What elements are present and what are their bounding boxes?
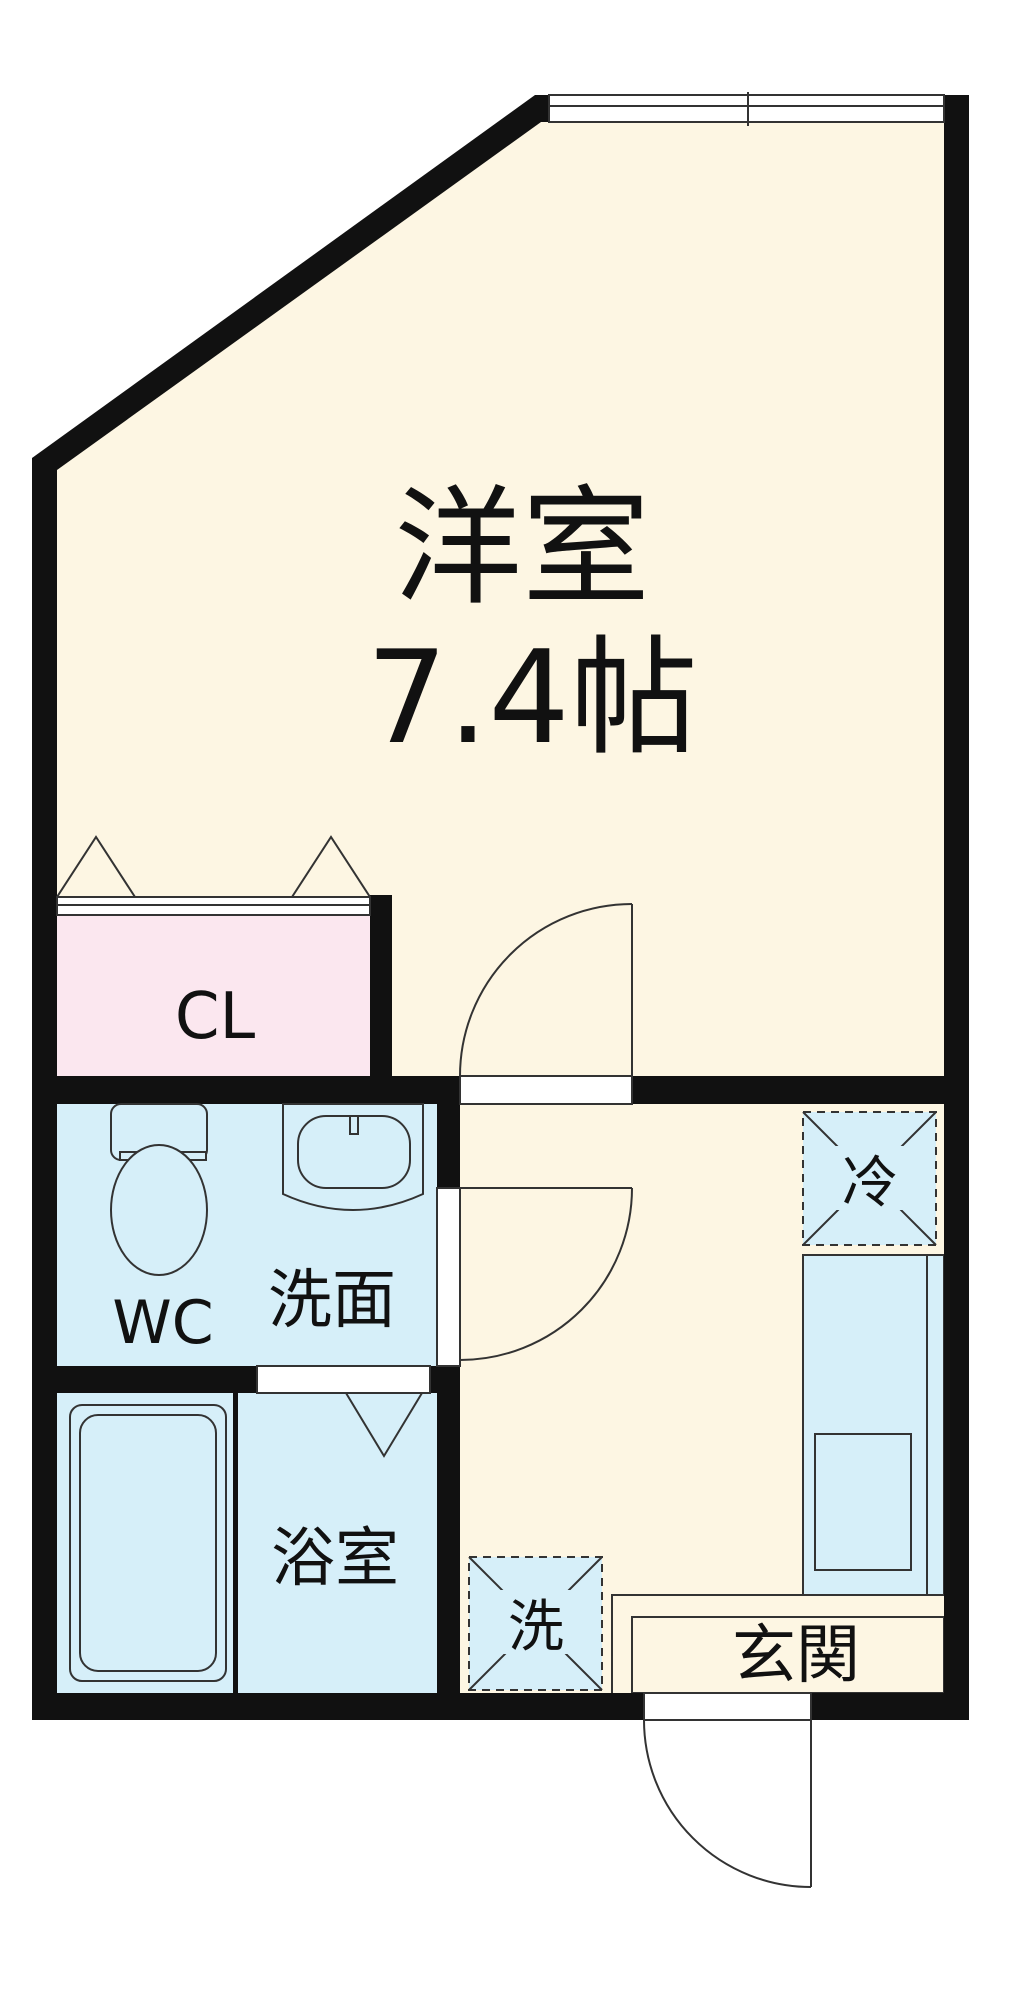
washroom-name: 洗面 (268, 1264, 396, 1338)
walls (32, 95, 969, 1720)
western-room-floor (57, 115, 944, 1093)
refrigerator-name: 冷 (842, 1151, 898, 1216)
closet-side-wall (370, 895, 392, 1105)
closet-folding-door (56, 835, 371, 898)
top-window (548, 94, 945, 123)
tub-partition-wall (233, 1393, 238, 1693)
closet-floor (57, 905, 380, 1076)
wash-basin-faucet (349, 1115, 359, 1135)
folding-door-leaf-left (56, 835, 136, 898)
washroom-door-arc (459, 1187, 633, 1361)
bathroom-name: 浴室 (271, 1522, 399, 1596)
closet-name: CL (175, 980, 256, 1054)
room-door-arc (459, 903, 633, 1077)
entrance-step-line (611, 1594, 944, 1693)
entrance-door-opening (643, 1692, 812, 1721)
right-exterior-wall (944, 95, 969, 1720)
bathroom-door-opening (256, 1365, 431, 1394)
room-door-opening (459, 1075, 633, 1105)
bathtub-inner (79, 1414, 217, 1672)
wet-area-wall-upper (437, 1076, 460, 1188)
wet-area-wall-lower (437, 1366, 460, 1720)
western-room-name: 洋室 (394, 474, 650, 623)
refrigerator-label-bg (832, 1146, 908, 1210)
wash-bath-wall-left (32, 1366, 257, 1393)
room-divider-wall-left (32, 1076, 460, 1104)
room-divider-wall-right (632, 1076, 969, 1104)
entrance-name: 玄関 (732, 1619, 860, 1693)
door-swings (345, 903, 812, 1888)
entrance-door-arc (643, 1719, 812, 1888)
toilet-name: WC (112, 1288, 213, 1358)
wash-bath-wall-right (430, 1366, 460, 1393)
folding-door-leaf-right (291, 835, 371, 898)
openings (56, 92, 945, 1721)
diagonal-exterior-wall (32, 95, 548, 470)
western-room-size: 7.4帖 (366, 624, 698, 773)
bathroom-folding-door (345, 1392, 423, 1458)
washer-name: 洗 (508, 1595, 564, 1660)
toilet-bowl (110, 1144, 208, 1276)
washroom-door-opening (436, 1187, 461, 1367)
entrance-floor (631, 1616, 945, 1694)
washer-label-bg (498, 1590, 574, 1654)
labels: 洋室 7.4帖 CL WC 洗面 浴室 玄関 冷 洗 (112, 474, 898, 1693)
fixtures (69, 1103, 937, 1691)
bottom-exterior-wall-left (32, 1693, 644, 1720)
sink-basin (814, 1433, 912, 1571)
bottom-exterior-wall-right (811, 1693, 969, 1720)
top-exterior-wall-stub (535, 95, 549, 122)
